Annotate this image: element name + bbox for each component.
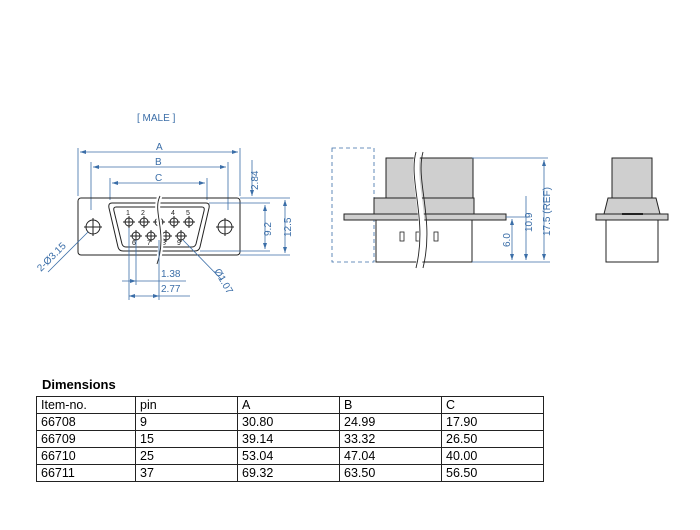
table-cell: 47.04 [339, 447, 442, 465]
table-cell: 53.04 [237, 447, 340, 465]
table-cell: 69.32 [237, 464, 340, 482]
dim-pin-offset-label: 1.38 [161, 269, 181, 280]
column-header: C [441, 396, 544, 414]
pin-number: 2 [141, 210, 145, 217]
table-row: 66708 9 30.80 24.99 17.90 [36, 413, 544, 431]
table-cell: 26.50 [441, 430, 544, 448]
pin-number: 6 [132, 240, 136, 247]
dim-pin-dia-label: Ø1.07 [211, 267, 234, 296]
table-cell: 66708 [36, 413, 136, 431]
table-cell: 66709 [36, 430, 136, 448]
technical-drawing: [ MALE ] A B C [35, 113, 669, 300]
table-row: 66710 25 53.04 47.04 40.00 [36, 447, 544, 465]
dim-2-84-label: 2.84 [250, 170, 261, 190]
table-cell: 63.50 [339, 464, 442, 482]
pin-number: 5 [186, 210, 190, 217]
pin-number: 4 [171, 210, 175, 217]
dim-c-label: C [155, 173, 162, 184]
dim-9-2-label: 9.2 [263, 222, 274, 236]
view-label: [ MALE ] [137, 113, 176, 124]
dim-17-5-label: 17.5 (REF) [542, 187, 553, 236]
dim-10-9-label: 10.9 [524, 212, 535, 232]
table-row: 66711 37 69.32 63.50 56.50 [36, 464, 544, 482]
table-title: Dimensions [42, 377, 116, 392]
table-cell: 33.32 [339, 430, 442, 448]
table-cell: 66710 [36, 447, 136, 465]
table-cell: 40.00 [441, 447, 544, 465]
pin-number: 7 [147, 240, 151, 247]
front-view: A B C [35, 142, 294, 300]
column-header: A [237, 396, 340, 414]
table-header-row: Item-no. pin A B C [36, 396, 544, 414]
pin-number: 9 [177, 240, 181, 247]
column-header: Item-no. [36, 396, 136, 414]
pin-number: 1 [126, 210, 130, 217]
column-header: B [339, 396, 442, 414]
end-view [595, 157, 669, 263]
dim-6-0-label: 6.0 [502, 233, 513, 247]
table-cell: 17.90 [441, 413, 544, 431]
table-cell: 30.80 [237, 413, 340, 431]
dim-12-5-label: 12.5 [283, 217, 294, 237]
column-header: pin [135, 396, 238, 414]
table-cell: 9 [135, 413, 238, 431]
dim-b-label: B [155, 157, 162, 168]
table-cell: 39.14 [237, 430, 340, 448]
pin-row-bottom [130, 230, 187, 242]
table-cell: 24.99 [339, 413, 442, 431]
table-cell: 25 [135, 447, 238, 465]
table-cell: 15 [135, 430, 238, 448]
table-cell: 66711 [36, 464, 136, 482]
table-cell: 37 [135, 464, 238, 482]
side-view: 6.0 10.9 17.5 (REF) [331, 147, 553, 269]
dim-pitch-label: 2.77 [161, 284, 181, 295]
dimensions-table: Item-no. pin A B C 66708 9 30.80 24.99 1… [36, 396, 544, 482]
dim-hole-label: 2-Ø3.15 [35, 240, 69, 274]
table-row: 66709 15 39.14 33.32 26.50 [36, 430, 544, 448]
dim-a-label: A [156, 142, 163, 153]
table-cell: 56.50 [441, 464, 544, 482]
pin-number: 8 [162, 240, 166, 247]
